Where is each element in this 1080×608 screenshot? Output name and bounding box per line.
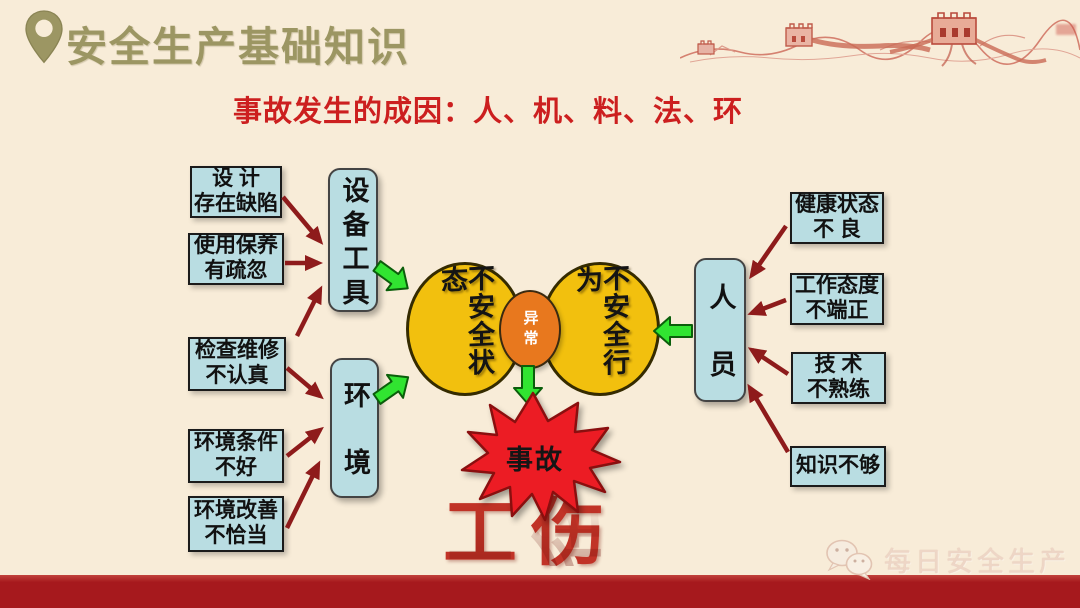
arrow-conditions-to-environment (285, 426, 324, 458)
starburst-shape (460, 391, 622, 522)
cause-box-environment-improve: 环境改善 不恰当 (188, 496, 284, 552)
cause-box-maintenance-negligence: 使用保养 有疏忽 (188, 233, 284, 285)
footer-logo: 每日安全生产 (824, 538, 1070, 580)
cause-box-inspection-careless: 检查维修 不认真 (188, 337, 286, 391)
cause-box-skill-unskilled: 技 术 不熟练 (791, 352, 886, 404)
arrow-design-to-equipment (281, 195, 324, 245)
accident-starburst (460, 391, 622, 522)
arrow-inspection-to-environment (285, 366, 324, 400)
group-label-environment: 环境 (340, 381, 370, 515)
arrow-inspection-to-equipment (294, 285, 323, 338)
arrow-health-to-personnel (749, 224, 788, 280)
arrow-attitude-to-personnel (747, 297, 787, 316)
arrow-knowledge-to-personnel (747, 383, 790, 454)
page-title: 安全生产基础知识 (66, 24, 410, 70)
ellipse-abnormal: 异常 (499, 290, 561, 369)
location-pin-icon (25, 10, 63, 64)
circle-unsafe-behavior-label: 不安全行为 (572, 263, 629, 378)
cause-box-environment-bad: 环境条件 不好 (188, 429, 284, 483)
arrow-skill-to-personnel (747, 347, 790, 376)
arrow-improve-to-environment (284, 460, 321, 529)
bottom-bar (0, 575, 1080, 608)
slide-subtitle: 事故发生的成因：人、机、料、法、环 (232, 96, 743, 128)
artist-seal-mark (1056, 24, 1076, 35)
group-label-equipment: 设备工具 (338, 175, 369, 312)
ellipse-abnormal-label: 异常 (521, 309, 539, 350)
cause-box-health-poor: 健康状态 不 良 (790, 192, 884, 244)
footer-logo-text: 每日安全生产 (884, 546, 1070, 577)
great-wall-illustration (680, 12, 1080, 67)
wechat-speech-bubbles-icon (826, 539, 873, 580)
group-label-personnel: 人员 (705, 283, 736, 417)
wall-tower-small (697, 40, 715, 55)
group-box-equipment-tools: 设备工具 (328, 168, 378, 312)
watermark-reflection: 工伤 (443, 486, 619, 572)
cause-box-knowledge-lacking: 知识不够 (790, 446, 886, 487)
accident-label: 事故 (506, 445, 564, 475)
circle-unsafe-state-label: 不安全状态 (437, 263, 494, 378)
group-box-personnel: 人员 (694, 258, 746, 417)
cause-box-design-defect: 设 计 存在缺陷 (190, 166, 282, 218)
wall-tower-big (889, 12, 1047, 67)
cause-box-attitude-improper: 工作态度 不端正 (790, 273, 884, 325)
wall-tower-mid (785, 23, 931, 53)
group-box-environment: 环境 (330, 358, 379, 515)
